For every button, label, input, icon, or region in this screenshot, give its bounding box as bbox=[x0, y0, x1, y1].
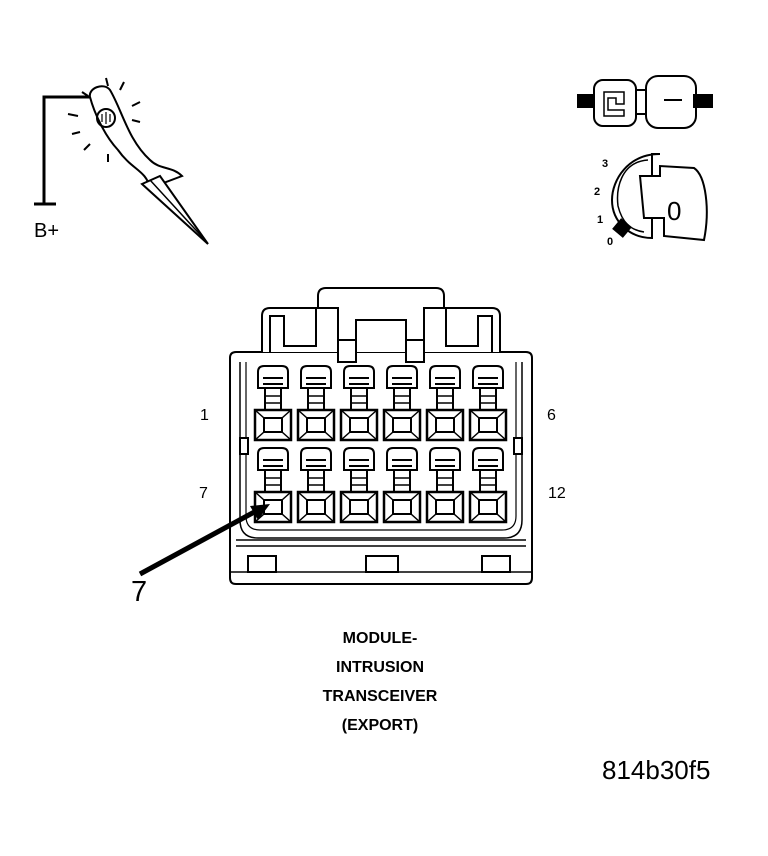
key-position-2: 2 bbox=[594, 186, 600, 198]
test-light-icon bbox=[34, 77, 209, 245]
pin-cavity bbox=[425, 447, 465, 524]
key-position-1: 1 bbox=[597, 214, 603, 226]
pin-cavity bbox=[296, 365, 336, 442]
pin-cavity bbox=[382, 365, 422, 442]
pin-cavity bbox=[339, 447, 379, 524]
pin-cavity bbox=[253, 365, 293, 442]
pin-label-12: 12 bbox=[548, 485, 566, 502]
callout-arrow bbox=[138, 504, 270, 577]
pin-cavity bbox=[468, 365, 508, 442]
pin-cavity-grid bbox=[253, 365, 508, 524]
title-line-4: (EXPORT) bbox=[341, 717, 419, 734]
pin-cavity bbox=[468, 447, 508, 524]
key-position-0: 0 bbox=[607, 236, 613, 248]
title-line-2: INTRUSION bbox=[336, 659, 424, 676]
ignition-key-label: 0 bbox=[667, 196, 681, 226]
title-line-3: TRANSCEIVER bbox=[322, 688, 438, 705]
pin-label-7: 7 bbox=[199, 485, 208, 502]
pin-label-6: 6 bbox=[547, 407, 556, 424]
pin-cavity bbox=[425, 365, 465, 442]
callout-pin-number: 7 bbox=[131, 576, 148, 608]
pin-cavity bbox=[382, 447, 422, 524]
pin-label-1: 1 bbox=[200, 407, 209, 424]
key-position-3: 3 bbox=[602, 158, 608, 170]
pin-cavity bbox=[339, 365, 379, 442]
b-plus-label: B+ bbox=[34, 220, 60, 242]
pin-cavity bbox=[296, 447, 336, 524]
figure-id: 814b30f5 bbox=[602, 755, 711, 785]
ignition-key-icon bbox=[610, 153, 708, 242]
connector-disconnect-icon bbox=[577, 75, 713, 129]
title-line-1: MODULE- bbox=[342, 630, 418, 647]
